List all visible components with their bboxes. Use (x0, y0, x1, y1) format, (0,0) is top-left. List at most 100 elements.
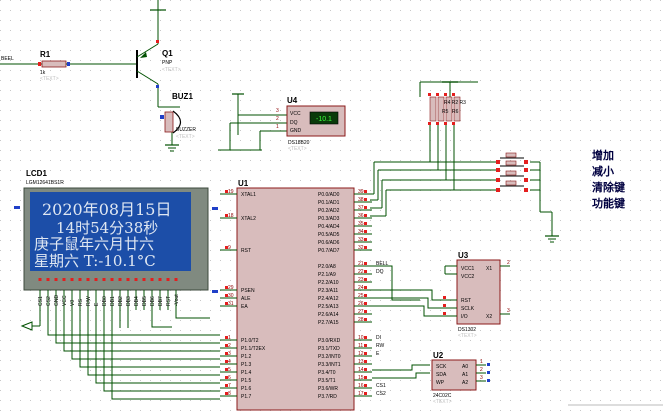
button-decrease[interactable] (496, 160, 528, 172)
u1-left-pin-num: 6 (228, 375, 231, 381)
u1-ref: U1 (238, 179, 249, 188)
u3-body[interactable] (456, 259, 501, 325)
u1-pin-marker (364, 368, 367, 371)
u1-right-pin-num: 23 (358, 277, 364, 283)
u3-pin-vcc1: VCC1 (461, 266, 475, 272)
u3-ds1302-group[interactable]: U3 VCC1 VCC2 RST SCLK I/O X1 X2 2 3 DS13… (443, 251, 510, 339)
u2-body[interactable] (431, 359, 477, 391)
u1-pin-marker (364, 206, 367, 209)
u1-net-label: RW (376, 343, 385, 349)
pullup-resistor-network[interactable]: R4 R2 R3 R5 R6 (419, 81, 478, 125)
u2-pin-sck: SCK (436, 364, 447, 370)
u1-left-pin-num: 3 (228, 351, 231, 357)
lcd-line-3: 庚子鼠年六月廿六 (34, 235, 154, 253)
u1-right-pin-num: 21 (358, 261, 364, 267)
u1-left-pin-num: 19 (228, 189, 234, 195)
u1-left-pin-name: P1.7 (241, 394, 252, 400)
label-increase: 增加 (592, 148, 614, 162)
u1-pin-marker (225, 286, 228, 289)
u1-pin-marker (364, 262, 367, 265)
button-function[interactable] (496, 180, 528, 192)
u4-ds18b20-group[interactable]: -10.1 VCC DQ GND 3 2 1 U4 DS18B20 <TEXT> (218, 93, 346, 152)
lcd-pin-label: DB5 (142, 296, 148, 306)
button-increase[interactable] (496, 152, 528, 164)
r1-resistor-group[interactable]: BEEL R1 1k <TEXT> (0, 50, 137, 82)
u1-mcu-group[interactable]: U1 XTAL119XTAL218RST9PSEN29ALE30EA31P1.0… (220, 179, 388, 411)
u1-left-pin-name: P1.0/T2 (241, 338, 259, 344)
u1-right-pin-num: 16 (358, 383, 364, 389)
lcd-line-4: 星期六 T:-10.1°C (34, 252, 156, 270)
lcd1-screen (30, 192, 191, 271)
lcd-pin-label: DB6 (150, 296, 156, 306)
u1-right-pin-name: P3.5/T1 (318, 378, 336, 384)
u1-left-pin-num: 2 (228, 343, 231, 349)
u2-pin-a1: A1 (462, 372, 468, 378)
r1-body[interactable] (41, 60, 67, 68)
u4-pin-num-2: 2 (276, 116, 279, 122)
u2-ref: U2 (433, 351, 444, 360)
push-buttons-group[interactable]: 增加 减小 清除键 功能键 (370, 125, 626, 243)
lcd1-group[interactable]: LCD1 LGM12641BS1R 2020年08月15日 14时54分38秒 … (14, 169, 218, 331)
u1-right-pin-num: 13 (358, 359, 364, 365)
u1-pin-marker (225, 294, 228, 297)
lcd-pin-label: RS (78, 298, 84, 306)
u1-left-pins: XTAL119XTAL218RST9PSEN29ALE30EA31P1.0/T2… (220, 189, 266, 400)
u1-right-pin-num: 38 (358, 197, 364, 203)
lcd-pin-marker (62, 278, 66, 281)
u1-right-pin-name: P0.3/AD3 (318, 216, 340, 222)
lcd-pin-label: VCC (62, 295, 68, 306)
u1-pin-marker (364, 214, 367, 217)
u1-net-label: DQ (376, 269, 384, 275)
button-clear[interactable] (496, 170, 528, 182)
u1-pin-marker (364, 286, 367, 289)
lcd-pin-marker (166, 278, 170, 281)
u1-right-pin-num: 14 (358, 367, 364, 373)
u1-pin-marker (364, 302, 367, 305)
lcd-pin-marker (78, 278, 82, 281)
u2-pin-num-2: 2 (480, 367, 483, 373)
u1-right-pin-num: 34 (358, 229, 364, 235)
u1-right-pin-name: P3.6/WR (318, 386, 338, 392)
u4-part: DS18B20 (288, 140, 310, 146)
u1-pin-marker (364, 344, 367, 347)
u1-pin-marker (364, 270, 367, 273)
lcd-pin-marker (158, 278, 162, 281)
lcd-pin-label: CS2 (46, 296, 52, 306)
u1-left-pin-name: P1.4 (241, 370, 252, 376)
u1-pin-marker (364, 336, 367, 339)
label-decrease: 减小 (592, 164, 614, 178)
u1-pin-marker (364, 384, 367, 387)
q1-transistor-group[interactable]: Q1 PNP <TEXT> (136, 0, 181, 108)
u1-pin-marker (364, 230, 367, 233)
u1-left-pin-name: RST (241, 248, 251, 254)
u1-left-pin-num: 5 (228, 367, 231, 373)
u1-pin-marker (225, 336, 228, 339)
u1-right-pin-num: 39 (358, 189, 364, 195)
lcd-pin-label: RST (166, 296, 172, 306)
lcd-pin-marker (102, 278, 106, 281)
u2-texttag: <TEXT> (433, 399, 452, 405)
u1-right-pin-num: 12 (358, 351, 364, 357)
u3-pin-sclk: SCLK (461, 306, 475, 312)
u4-pin-dq: DQ (290, 120, 298, 126)
u2-pin-sda: SDA (436, 372, 447, 378)
buzzer-body[interactable] (164, 111, 174, 133)
u2-part: 24C02C (433, 393, 452, 399)
buz1-texttag: <TEXT> (176, 134, 195, 140)
u1-pin-marker (225, 214, 228, 217)
u1-pin-marker (225, 360, 228, 363)
u4-pin-gnd: GND (290, 128, 302, 134)
buz1-buzzer-group[interactable]: BUZ1 BUZZER <TEXT> (160, 92, 196, 152)
u1-right-pin-name: P0.0/AD0 (318, 192, 340, 198)
u1-body[interactable] (236, 187, 355, 411)
u1-net-label: CS1 (376, 383, 386, 389)
u1-left-pin-num: 31 (228, 301, 234, 307)
u4-pin-num-3: 3 (276, 108, 279, 114)
lcd-line-2: 14时54分38秒 (56, 219, 158, 237)
u2-eeprom-group[interactable]: U2 SCK SDA WP A0 A1 A2 1 2 3 24C02C <TEX… (431, 351, 490, 405)
u1-pin-marker (364, 294, 367, 297)
q1-ref: Q1 (162, 49, 173, 58)
u1-right-pin-name: P0.4/AD4 (318, 224, 340, 230)
u1-pin-marker (225, 392, 228, 395)
